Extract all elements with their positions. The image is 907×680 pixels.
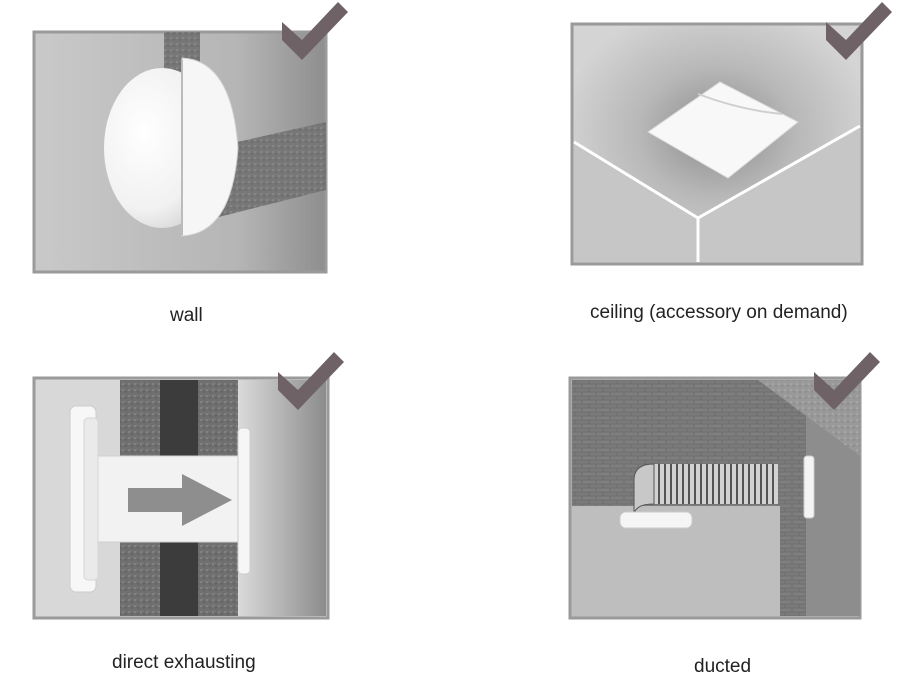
panel-ducted <box>568 376 864 622</box>
flexible-duct <box>654 464 778 504</box>
panel-wall <box>32 30 332 276</box>
checkmark-icon <box>280 0 350 67</box>
caption-ducted: ducted <box>694 656 752 677</box>
ducted-illustration <box>568 376 862 620</box>
checkmark-icon <box>824 0 894 67</box>
checkmark-icon <box>276 350 346 417</box>
outlet-grille <box>803 455 815 519</box>
direct-exhausting-illustration <box>32 376 330 620</box>
panel-direct <box>32 376 332 622</box>
caption-ceiling: ceiling (accessory on demand) <box>590 302 848 323</box>
ceiling-mount-illustration <box>570 22 864 266</box>
caption-wall: wall <box>170 305 203 326</box>
panel-ceiling <box>570 22 866 268</box>
checkmark-icon <box>812 350 882 417</box>
fan-unit <box>619 511 693 529</box>
fan-cover <box>647 81 799 179</box>
wall-mount-illustration <box>32 30 328 274</box>
arrow-right-icon <box>128 474 232 526</box>
caption-direct: direct exhausting <box>112 652 256 673</box>
